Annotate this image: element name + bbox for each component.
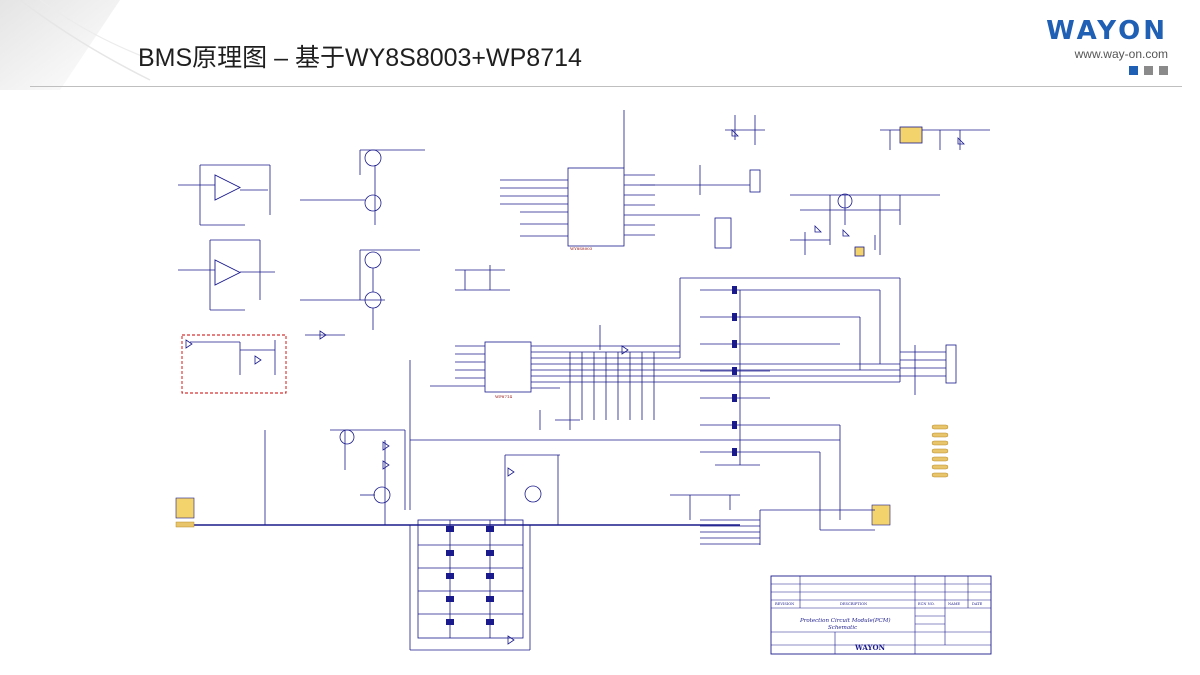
- tb-revision: REVISION: [775, 602, 794, 606]
- u1-ic-label: WY8S8003: [570, 246, 593, 251]
- connector-b-minus: [871, 504, 891, 526]
- title-rule: [30, 86, 1182, 87]
- connector-p-minus: [175, 497, 195, 519]
- logo-url: www.way-on.com: [1074, 47, 1168, 61]
- corner-decoration: [0, 0, 166, 90]
- tb-project-line2: Schematic: [828, 625, 857, 631]
- highlight-box: [181, 334, 287, 394]
- tb-date: DATE: [972, 602, 983, 606]
- tb-description: DESCRIPTION: [840, 602, 867, 606]
- slide-title: BMS原理图 – 基于WY8S8003+WP8714: [138, 44, 582, 72]
- logo-square: [1144, 66, 1153, 75]
- logo-square: [1129, 66, 1138, 75]
- tb-name: NAME: [948, 602, 960, 606]
- tb-ecn: ECN NO.: [918, 602, 935, 606]
- logo-square: [1159, 66, 1168, 75]
- logo-squares: [1129, 66, 1168, 75]
- logo-wordmark: WAYON: [1046, 16, 1168, 46]
- u2-ic-label: WP8714: [495, 394, 512, 399]
- company-logo: WAYON www.way-on.com: [1046, 16, 1182, 78]
- tb-project-line1: Protection Circuit Module(PCM): [799, 617, 891, 624]
- title-block: REVISION DESCRIPTION ECN NO. NAME DATE P…: [770, 575, 992, 655]
- tb-company: WAYON: [854, 643, 886, 652]
- bms-schematic: WY8S8003: [175, 110, 992, 655]
